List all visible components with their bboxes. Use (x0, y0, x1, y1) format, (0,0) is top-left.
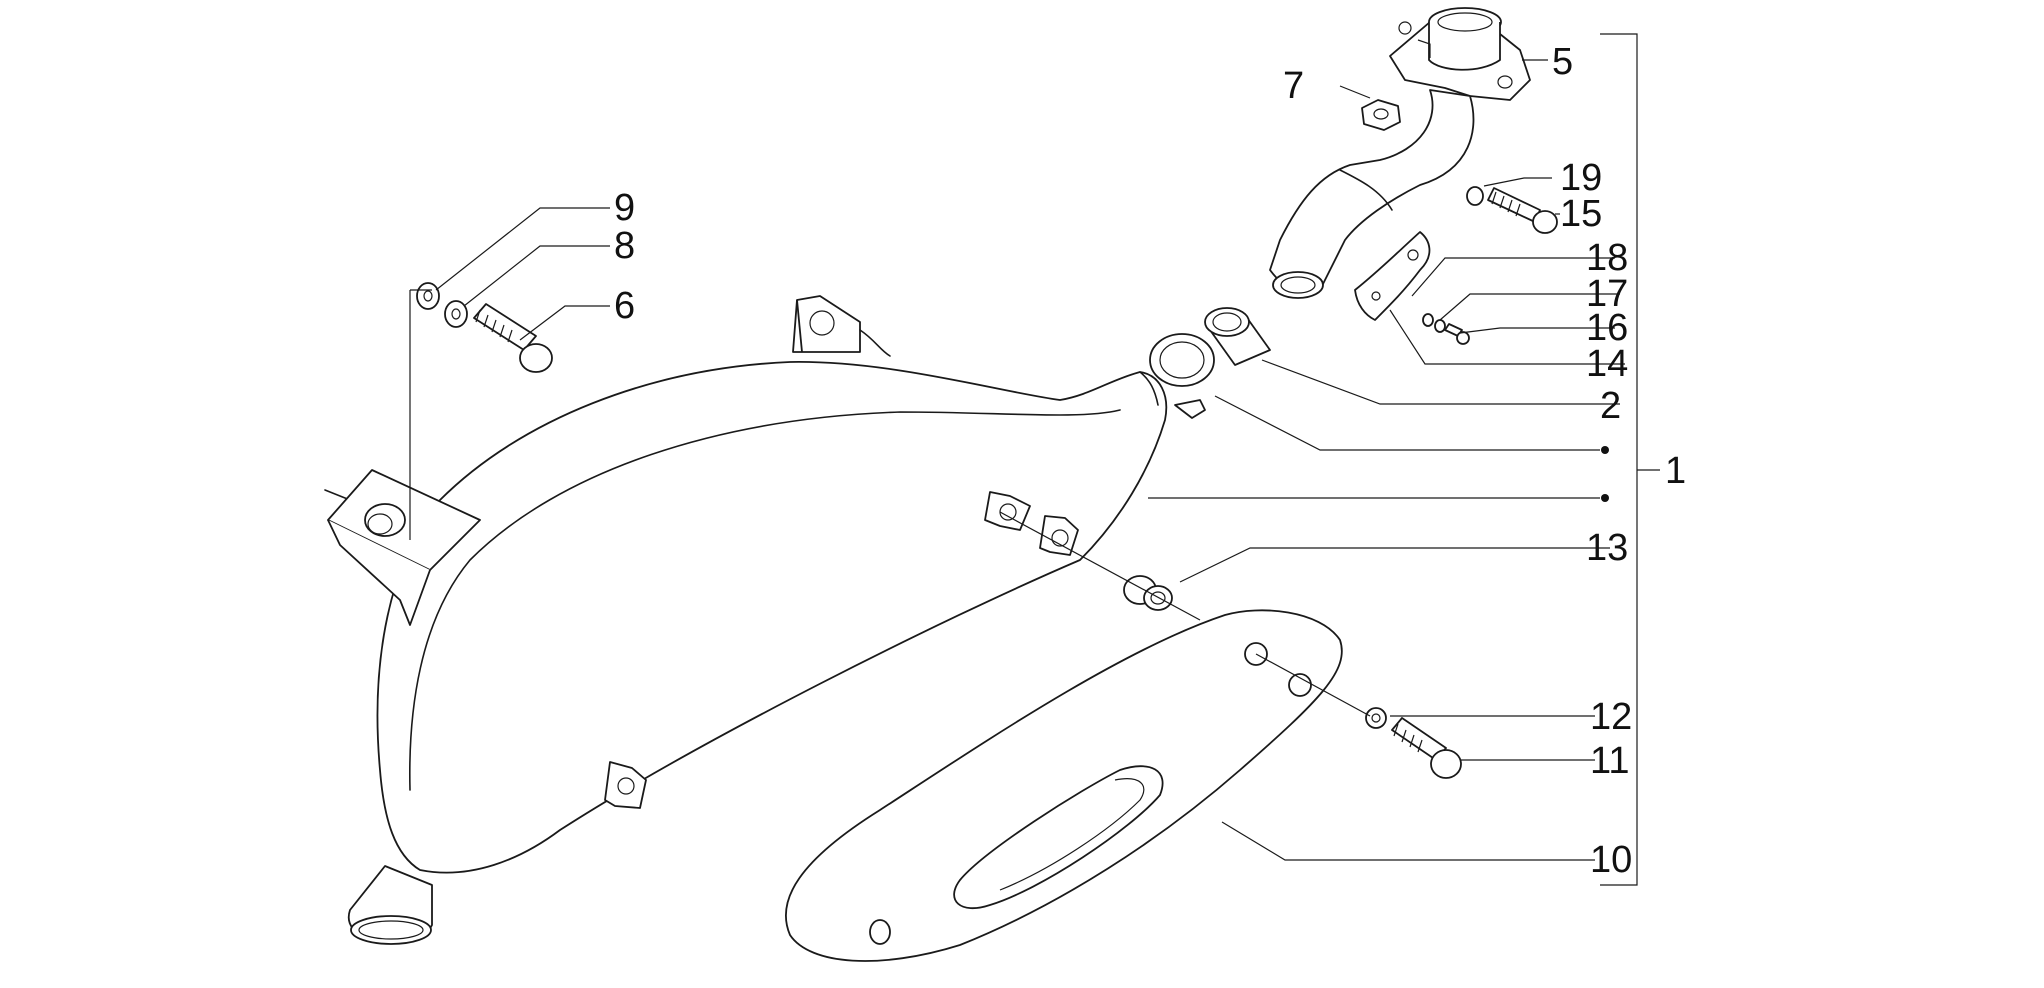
leader-lines (409, 33, 1660, 886)
exhaust-manifold (1269, 7, 1531, 299)
callout-17: 17 (1586, 273, 1628, 315)
callout-5: 5 (1552, 41, 1573, 83)
bolt-15 (1487, 187, 1558, 234)
bolt-11 (1391, 717, 1462, 779)
callout-15: 15 (1560, 193, 1602, 235)
gasket-sleeve (1204, 307, 1271, 366)
callout-1: 1 (1665, 450, 1686, 492)
inlet-clamp-ring (1149, 333, 1215, 419)
callout-12: 12 (1590, 696, 1632, 738)
spacer-grommet (1123, 575, 1173, 611)
washer-8 (444, 300, 468, 328)
heat-shield (785, 609, 1343, 962)
nut-7 (1361, 99, 1401, 131)
callout-14: 14 (1586, 343, 1628, 385)
clip-nut-3 (604, 761, 647, 809)
callout-19: 19 (1560, 157, 1602, 199)
callout-7: 7 (1283, 65, 1304, 107)
silencer-body (347, 361, 1168, 945)
top-mount-bracket (792, 295, 891, 357)
washer-19 (1466, 186, 1484, 206)
callout-2: 2 (1600, 385, 1621, 427)
callout-6: 6 (614, 285, 635, 327)
screw-16-17-18 (1422, 313, 1470, 345)
callout-8: 8 (614, 225, 635, 267)
callout-labels: 1 2 5 6 7 8 9 10 11 12 13 14 15 16 17 18… (614, 41, 1686, 881)
washer-9 (416, 282, 440, 310)
clip-nut-2 (1039, 515, 1079, 556)
callout-13: 13 (1586, 527, 1628, 569)
callout-11: 11 (1590, 740, 1629, 782)
washer-12 (1365, 707, 1387, 729)
callout-16: 16 (1586, 307, 1628, 349)
callout-10: 10 (1590, 839, 1632, 881)
joint-clamp (1354, 231, 1431, 321)
callout-9: 9 (614, 187, 635, 229)
callout-18: 18 (1586, 237, 1628, 279)
left-mount-bracket (324, 469, 481, 626)
bolt-6 (473, 303, 553, 373)
